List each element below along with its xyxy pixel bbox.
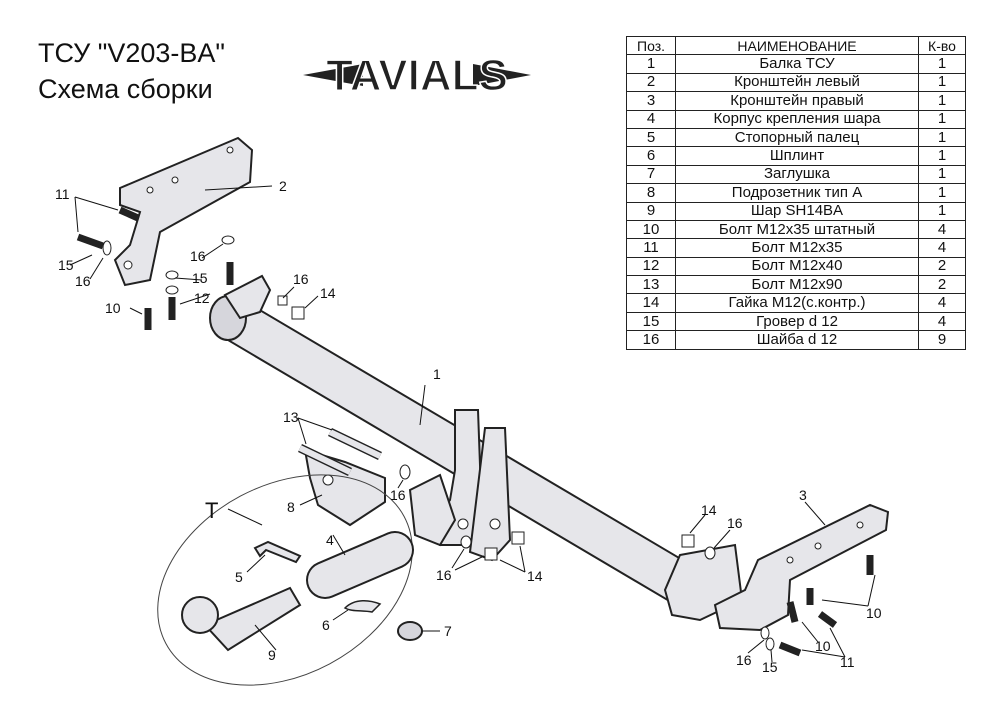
- row-name: Кронштейн левый: [675, 72, 919, 93]
- callout-3: 3: [799, 487, 807, 503]
- left-flange: [223, 274, 272, 320]
- header-name: НАИМЕНОВАНИЕ: [675, 35, 919, 56]
- plug: [397, 621, 423, 641]
- header-qty: К-во: [918, 35, 966, 56]
- row-name: Шайба d 12: [675, 330, 919, 350]
- table-header-row: Поз. НАИМЕНОВАНИЕ К-во: [626, 35, 966, 56]
- callout-13: 13: [283, 409, 299, 425]
- callout-16-e: 16: [436, 567, 452, 583]
- hardware: [76, 206, 874, 657]
- diagram-title: ТСУ "V203-BA": [38, 38, 225, 68]
- callout-15-left: 15: [58, 257, 74, 273]
- callout-16-b: 16: [190, 248, 206, 264]
- callout-16-d: 16: [390, 487, 406, 503]
- row-qty: 9: [918, 330, 966, 350]
- row-name: Болт М12х35: [675, 238, 919, 258]
- leader-lines: [69, 185, 876, 663]
- callout-7: 7: [444, 623, 452, 639]
- callout-1: 1: [433, 366, 441, 382]
- callout-16-g: 16: [736, 652, 752, 668]
- row-name: Подрозетник тип А: [675, 183, 919, 203]
- row-name: Кронштейн правый: [675, 91, 919, 111]
- callout-6: 6: [322, 617, 330, 633]
- callout-11-left: 11: [55, 186, 70, 202]
- callout-16-f: 16: [727, 515, 743, 531]
- socket-plate: [303, 448, 386, 527]
- logo-text: TAVIALS: [326, 51, 508, 100]
- row-pos: 15: [626, 311, 676, 332]
- callout-10-left: 10: [105, 300, 121, 316]
- cotter-pin: [343, 600, 382, 613]
- callout-5: 5: [235, 569, 243, 585]
- callout-15-mid: 15: [192, 270, 208, 286]
- callout-14-right: 14: [701, 502, 717, 518]
- callout-9: 9: [268, 647, 276, 663]
- callout-10-right-a: 10: [866, 605, 882, 621]
- towball-group-outline: [157, 474, 413, 686]
- bolts-m12x90: [298, 427, 382, 477]
- callout-10-right-b: 10: [815, 638, 831, 654]
- callout-11-right: 11: [840, 654, 855, 670]
- row-name: Шар SH14BA: [675, 201, 919, 221]
- callout-T: T: [205, 498, 218, 523]
- callout-2: 2: [279, 178, 287, 194]
- row-name: Стопорный палец: [675, 127, 919, 148]
- row-name: Болт М12х35 штатный: [675, 219, 919, 240]
- callout-16-c: 16: [293, 271, 309, 287]
- left-bracket: [113, 136, 254, 287]
- tow-ball: [181, 586, 302, 652]
- callout-labels: 1 2 3 4 5 6 7 8 9 10 10 10 11 11 12 13 1…: [55, 178, 882, 675]
- row-pos: 16: [626, 330, 676, 350]
- callout-16-a: 16: [75, 273, 91, 289]
- tavials-logo: TAVIALS: [303, 50, 531, 101]
- callout-8: 8: [287, 499, 295, 515]
- callout-14-left: 14: [320, 285, 336, 301]
- center-mount-plates: [408, 409, 512, 562]
- diagram-subtitle: Схема сборки: [38, 74, 213, 104]
- callout-4: 4: [326, 532, 334, 548]
- callout-12: 12: [194, 290, 210, 306]
- right-bracket: [713, 503, 890, 632]
- row-pos: 12: [626, 256, 676, 277]
- ball-mount-body: [306, 531, 414, 599]
- row-pos: 14: [626, 293, 676, 313]
- callout-14-center: 14: [527, 568, 543, 584]
- locking-pin: [253, 540, 302, 564]
- callout-15-right: 15: [762, 659, 778, 675]
